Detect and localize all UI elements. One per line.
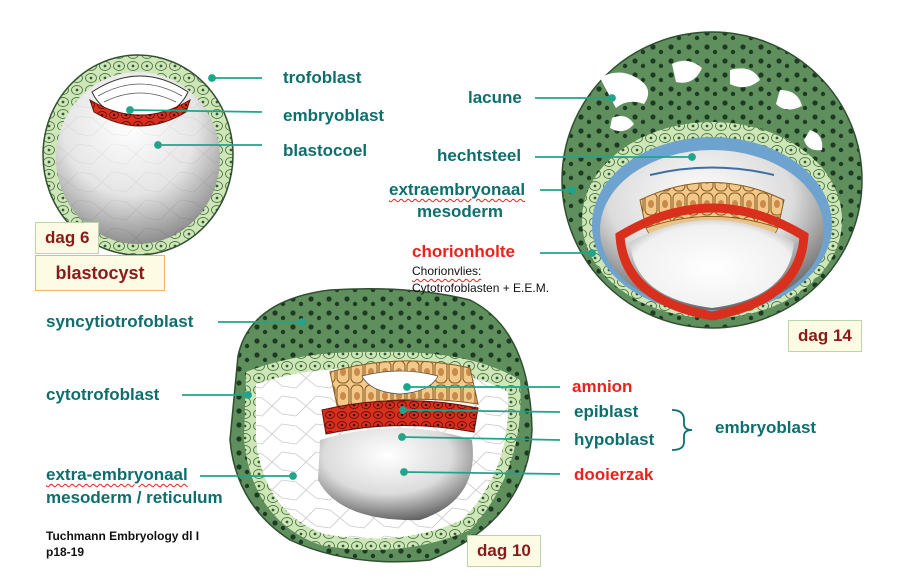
citation-pages: p18-19 (46, 544, 199, 560)
dag10-drawing (230, 289, 532, 562)
label-hechtsteel: hechtsteel (437, 146, 521, 166)
badge-blastocyst: blastocyst (35, 255, 165, 291)
dag14-drawing (562, 32, 862, 328)
label-dooierzak: dooierzak (574, 465, 653, 485)
label-mesoderm: mesoderm (417, 202, 503, 222)
badge-dag14: dag 14 (788, 320, 862, 352)
note-chorionvlies-detail: Cytotrofoblasten + E.E.M. (412, 281, 549, 296)
label-extra-embryonaal: extra-embryonaal (46, 465, 188, 485)
citation: Tuchmann Embryology dl I p18-19 (46, 528, 199, 560)
label-extraembryonaal: extraembryonaal (389, 180, 525, 200)
label-blastocoel: blastocoel (283, 141, 367, 161)
label-embryoblast-right: embryoblast (715, 418, 816, 438)
label-cytotrofoblast: cytotrofoblast (46, 385, 159, 405)
citation-title: Tuchmann Embryology dl I (46, 528, 199, 544)
label-epiblast: epiblast (574, 402, 638, 422)
note-chorionvlies: Chorionvlies: (412, 264, 481, 279)
badge-dag10: dag 10 (467, 535, 541, 567)
embryoblast-brace (672, 410, 692, 450)
label-embryoblast-top: embryoblast (283, 106, 384, 126)
label-lacune: lacune (468, 88, 522, 108)
label-hypoblast: hypoblast (574, 430, 654, 450)
label-syncytiotrofoblast: syncytiotrofoblast (46, 312, 193, 332)
label-trofoblast: trofoblast (283, 68, 361, 88)
badge-dag6: dag 6 (35, 222, 99, 254)
label-mesoderm-reticulum: mesoderm / reticulum (46, 488, 223, 508)
label-chorionholte: chorionholte (412, 242, 515, 262)
label-amnion: amnion (572, 377, 632, 397)
